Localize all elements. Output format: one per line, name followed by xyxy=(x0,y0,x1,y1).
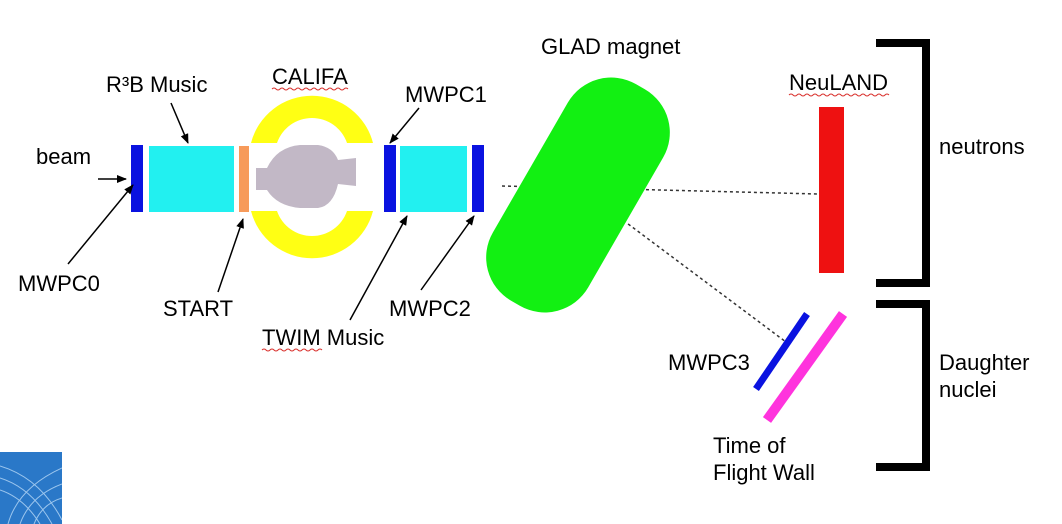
califa-upper-ring xyxy=(251,95,373,143)
neutrons-label: neutrons xyxy=(939,134,1025,159)
r3b-music-pointer xyxy=(170,102,189,144)
califa-label: CALIFA xyxy=(272,64,348,89)
daughter-label-line1: Daughter xyxy=(939,350,1030,375)
twim-music-chamber xyxy=(400,146,467,212)
r3b-music-label: R³B Music xyxy=(106,72,207,97)
mwpc2-label: MWPC2 xyxy=(389,296,471,321)
twim-spellcheck-mark xyxy=(261,348,323,352)
twim-music-label: TWIM Music xyxy=(262,325,384,350)
target-chamber xyxy=(256,145,356,208)
neutrons-bracket xyxy=(876,39,930,287)
mwpc2-pointer xyxy=(420,215,475,291)
califa-lower-ring xyxy=(251,211,373,259)
mwpc0-label: MWPC0 xyxy=(18,271,100,296)
tof-wall xyxy=(762,311,848,423)
mwpc3-label: MWPC3 xyxy=(668,350,750,375)
mwpc0-detector xyxy=(131,145,143,212)
neuland-spellcheck-mark xyxy=(788,93,890,97)
glad-magnet-label: GLAD magnet xyxy=(541,34,680,59)
daughter-nuclei-bracket xyxy=(876,300,930,471)
daughter-label-line2: nuclei xyxy=(939,377,996,402)
twim-music-pointer xyxy=(349,215,408,321)
start-detector xyxy=(239,146,249,212)
neutron-trajectory xyxy=(501,185,819,195)
start-label: START xyxy=(163,296,233,321)
mwpc2-detector xyxy=(472,145,484,212)
mwpc0-pointer xyxy=(67,184,134,265)
neuland-label: NeuLAND xyxy=(789,70,888,95)
corner-logo xyxy=(0,452,62,524)
mwpc3-detector xyxy=(753,312,810,391)
mwpc1-label: MWPC1 xyxy=(405,82,487,107)
start-pointer xyxy=(217,218,244,293)
mwpc1-pointer xyxy=(389,107,420,144)
tof-label-line1: Time of xyxy=(713,433,786,458)
mwpc1-detector xyxy=(384,145,396,212)
tof-label-line2: Flight Wall xyxy=(713,460,815,485)
glad-magnet xyxy=(486,77,670,313)
beam-label: beam xyxy=(36,144,91,169)
califa-spellcheck-mark xyxy=(271,87,349,91)
neuland-detector xyxy=(819,107,844,273)
r3b-music-chamber xyxy=(149,146,234,212)
